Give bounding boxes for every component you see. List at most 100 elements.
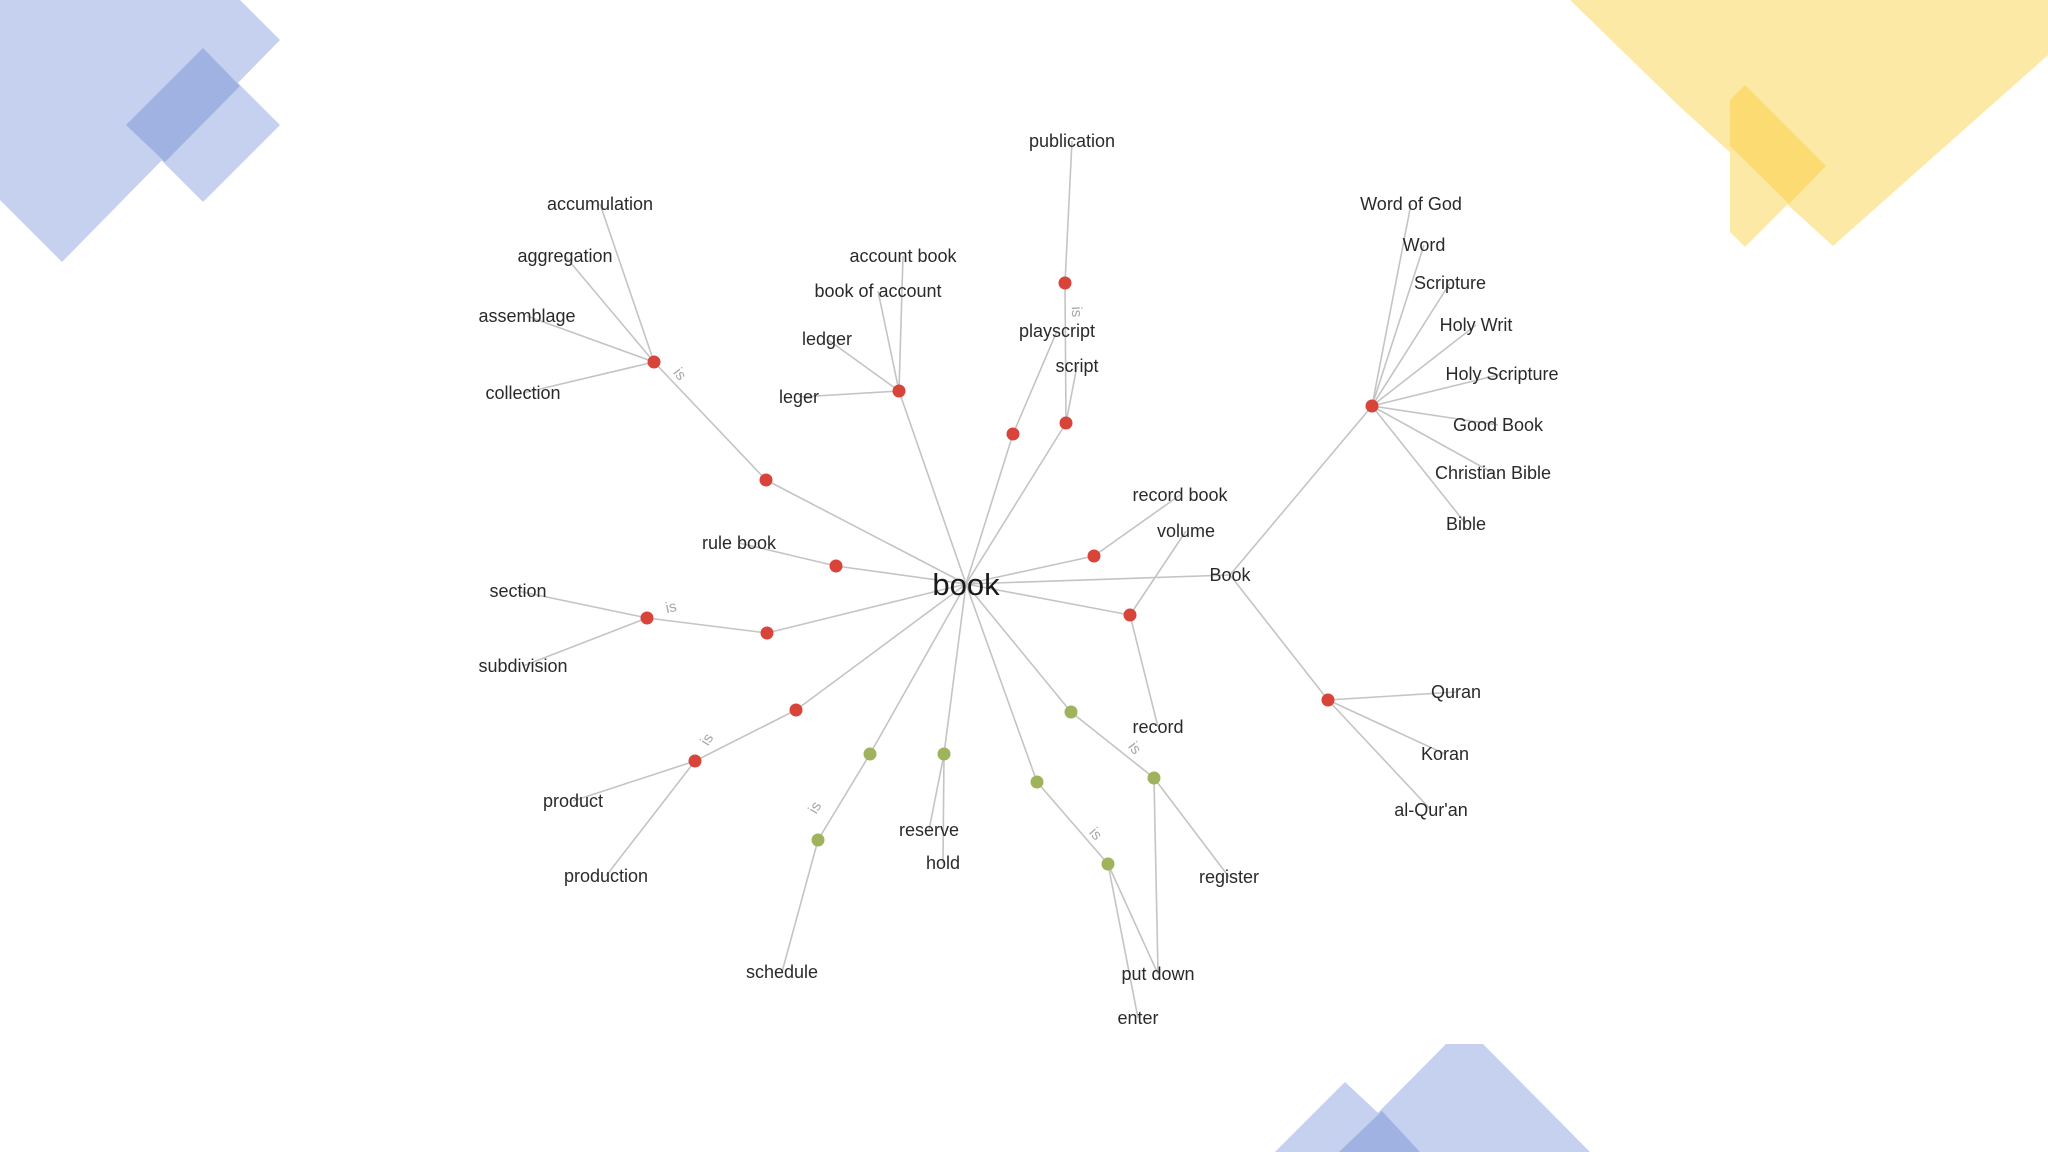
noun-sense-node[interactable] <box>640 611 654 625</box>
word-label-publication[interactable]: publication <box>1029 131 1115 151</box>
deco-yellow-diamond-overlap <box>1730 85 1826 204</box>
graph-edge <box>694 709 797 762</box>
word-label-al-quran[interactable]: al-Qur'an <box>1394 800 1467 820</box>
graph-edge <box>1371 405 1499 426</box>
root-word-label[interactable]: book <box>932 567 1000 602</box>
noun-sense-node[interactable] <box>1087 549 1101 563</box>
word-label-schedule[interactable]: schedule <box>746 962 818 982</box>
graph-edge <box>1036 781 1109 865</box>
graph-edge <box>942 753 945 864</box>
word-label-assemblage[interactable]: assemblage <box>478 306 575 326</box>
graph-edge <box>599 203 655 363</box>
noun-sense-node[interactable] <box>1123 608 1137 622</box>
verb-sense-node[interactable] <box>1064 705 1078 719</box>
noun-sense-node[interactable] <box>829 559 843 573</box>
graph-edge <box>795 583 967 711</box>
graph-edge <box>965 555 1095 585</box>
graph-edge <box>798 390 900 398</box>
graph-edge <box>877 290 900 392</box>
word-label-account-book[interactable]: account book <box>849 246 957 266</box>
graph-edge <box>1012 330 1058 435</box>
word-label-subdivision[interactable]: subdivision <box>478 656 567 676</box>
word-label-section[interactable]: section <box>489 581 546 601</box>
noun-sense-node[interactable] <box>892 384 906 398</box>
verb-sense-node[interactable] <box>1147 771 1161 785</box>
graph-edge <box>1064 140 1073 284</box>
deco-blue-bottom-right <box>1339 1044 1590 1152</box>
verb-sense-node[interactable] <box>1101 857 1115 871</box>
graph-edge <box>1327 691 1457 701</box>
word-label-christian-bible[interactable]: Christian Bible <box>1435 463 1551 483</box>
word-label-put-down[interactable]: put down <box>1121 964 1194 984</box>
word-label-collection[interactable]: collection <box>485 383 560 403</box>
graph-edge <box>1153 777 1230 878</box>
relation-label-is: is <box>1125 739 1145 758</box>
verb-sense-node[interactable] <box>863 747 877 761</box>
noun-sense-node[interactable] <box>647 355 661 369</box>
graph-edge <box>765 479 967 585</box>
deco-blue-bottom-overlap <box>1339 1111 1420 1152</box>
graph-edge <box>1229 405 1373 576</box>
word-label-scripture[interactable]: Scripture <box>1414 273 1486 293</box>
verb-sense-node[interactable] <box>811 833 825 847</box>
graph-edge <box>1107 863 1159 975</box>
graph-edge <box>928 753 945 831</box>
graph-edge <box>1371 203 1412 407</box>
word-label-ledger[interactable]: ledger <box>802 329 852 349</box>
noun-sense-node[interactable] <box>1365 399 1379 413</box>
word-label-quran[interactable]: Quran <box>1431 682 1481 702</box>
word-label-bible[interactable]: Bible <box>1446 514 1486 534</box>
word-label-production[interactable]: production <box>564 866 648 886</box>
graph-word-labels: book publication accumulation aggregation as… <box>478 131 1558 1028</box>
word-label-hold[interactable]: hold <box>926 853 960 873</box>
graph-edge <box>1327 699 1432 811</box>
noun-sense-node[interactable] <box>1058 276 1072 290</box>
word-label-word[interactable]: Word <box>1403 235 1446 255</box>
word-label-holy-writ[interactable]: Holy Writ <box>1440 315 1513 335</box>
graph-edge <box>1064 282 1067 424</box>
relation-label-is: is <box>805 799 825 817</box>
noun-sense-node[interactable] <box>1321 693 1335 707</box>
word-label-volume[interactable]: volume <box>1157 521 1215 541</box>
word-label-word-of-god[interactable]: Word of God <box>1360 194 1462 214</box>
graph-edge <box>653 361 767 481</box>
word-label-holy-scripture[interactable]: Holy Scripture <box>1445 364 1558 384</box>
word-label-playscript[interactable]: playscript <box>1019 321 1095 341</box>
graph-edge <box>965 422 1067 585</box>
graph-edge <box>1229 574 1329 701</box>
graph-edge <box>898 390 967 585</box>
word-label-reserve[interactable]: reserve <box>899 820 959 840</box>
graph-edge <box>1065 365 1078 424</box>
noun-sense-node[interactable] <box>759 473 773 487</box>
word-label-leger[interactable]: leger <box>779 387 819 407</box>
verb-sense-node[interactable] <box>937 747 951 761</box>
word-label-rule-book[interactable]: rule book <box>702 533 777 553</box>
graph-edge <box>526 315 655 363</box>
relation-label-is: is <box>1068 306 1085 317</box>
word-label-product[interactable]: product <box>543 791 603 811</box>
graph-edge <box>1371 244 1425 407</box>
noun-sense-node[interactable] <box>688 754 702 768</box>
graph-edge <box>1371 405 1467 525</box>
word-label-register[interactable]: register <box>1199 867 1259 887</box>
word-label-record[interactable]: record <box>1132 717 1183 737</box>
word-label-book-of-account[interactable]: book of account <box>814 281 941 301</box>
graph-edge <box>943 583 967 755</box>
word-label-record-book[interactable]: record book <box>1132 485 1228 505</box>
word-label-enter[interactable]: enter <box>1117 1008 1158 1028</box>
verb-sense-node[interactable] <box>1030 775 1044 789</box>
word-label-koran[interactable]: Koran <box>1421 744 1469 764</box>
word-label-good-book[interactable]: Good Book <box>1453 415 1544 435</box>
word-label-aggregation[interactable]: aggregation <box>517 246 612 266</box>
noun-sense-node[interactable] <box>789 703 803 717</box>
noun-sense-node[interactable] <box>1006 427 1020 441</box>
graph-edge <box>835 565 967 585</box>
word-label-book-cap[interactable]: Book <box>1209 565 1251 585</box>
noun-sense-node[interactable] <box>760 626 774 640</box>
word-label-accumulation[interactable]: accumulation <box>547 194 653 214</box>
graph-edge <box>646 617 768 634</box>
word-label-script[interactable]: script <box>1055 356 1098 376</box>
noun-sense-node[interactable] <box>1059 416 1073 430</box>
